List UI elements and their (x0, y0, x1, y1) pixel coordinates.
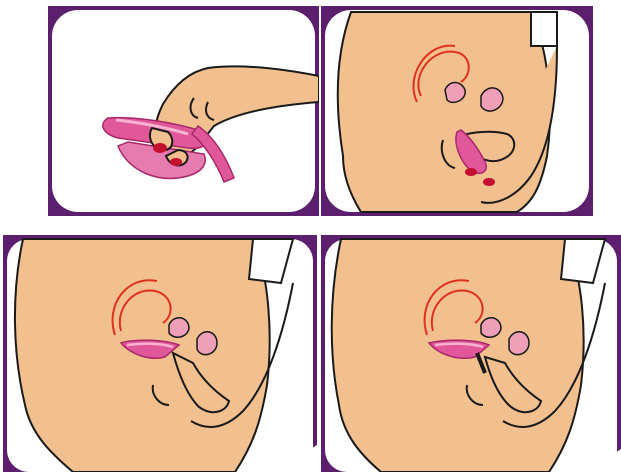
step-2-panel (321, 6, 593, 216)
fingernail (465, 168, 477, 176)
organ (445, 83, 465, 103)
step-2-illustration (321, 6, 593, 216)
fingernail (153, 143, 167, 153)
organ (169, 318, 189, 338)
fingernail (483, 178, 495, 186)
organ (509, 332, 529, 355)
organ (481, 318, 501, 338)
organ (197, 332, 217, 355)
step-3-illustration (3, 235, 317, 472)
sleeve (531, 12, 557, 46)
step-4-illustration (321, 235, 621, 472)
fingernail (170, 158, 182, 166)
step-3-panel (3, 235, 317, 472)
organ (481, 88, 503, 111)
step-4-panel (321, 235, 621, 472)
step-1-illustration (48, 6, 319, 216)
step-1-panel (48, 6, 319, 216)
